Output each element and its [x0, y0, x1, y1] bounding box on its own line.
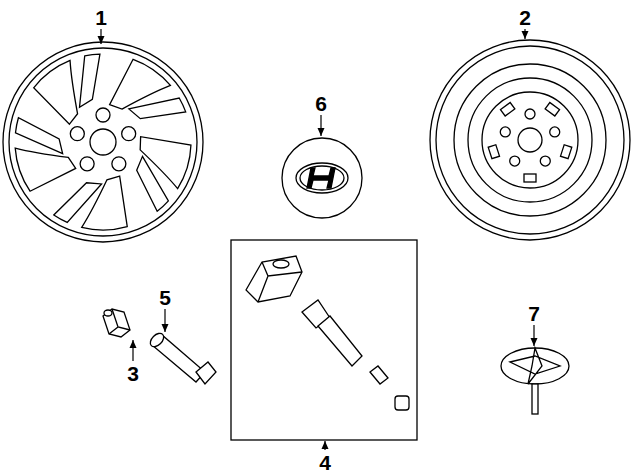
- arrowhead: [162, 324, 169, 332]
- callout-number: 1: [95, 7, 107, 28]
- arrowhead: [130, 340, 137, 348]
- arrowhead: [322, 441, 329, 449]
- tpms-kit: [231, 240, 417, 440]
- callout-number: 3: [127, 363, 139, 384]
- arrowhead: [318, 128, 325, 136]
- callout-number: 2: [519, 7, 531, 28]
- spare-wheel: [430, 40, 630, 240]
- callout-number: 4: [319, 452, 331, 473]
- callout-number: 6: [315, 93, 327, 114]
- center-cap-emblem: [282, 138, 362, 218]
- callout-number: 7: [528, 303, 540, 324]
- arrowhead: [531, 338, 538, 346]
- callout-number: 5: [159, 287, 171, 308]
- lug-nut: [103, 309, 130, 337]
- arrowhead: [98, 36, 105, 44]
- hold-down-bolt: [501, 348, 569, 414]
- leader-lines: [98, 29, 538, 450]
- alloy-wheel: [3, 42, 203, 242]
- arrowhead: [522, 31, 529, 39]
- valve-stem: [148, 331, 216, 384]
